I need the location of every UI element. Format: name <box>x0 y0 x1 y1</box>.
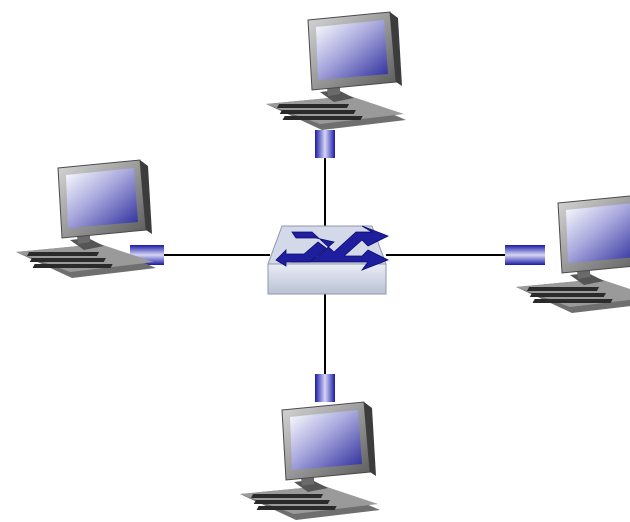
computer-left[interactable] <box>15 159 157 279</box>
computer-bottom[interactable] <box>239 401 381 521</box>
adapter-right <box>505 245 545 265</box>
adapter-bottom <box>315 374 335 402</box>
adapter-top <box>315 130 335 158</box>
desktop-computer-icon <box>239 401 381 521</box>
switch-icon <box>267 225 389 295</box>
computer-top[interactable] <box>265 11 407 131</box>
switch[interactable] <box>267 225 389 295</box>
adapters <box>130 130 545 402</box>
desktop-computer-icon <box>15 159 157 279</box>
desktop-computer-icon <box>265 11 407 131</box>
links <box>160 152 508 378</box>
